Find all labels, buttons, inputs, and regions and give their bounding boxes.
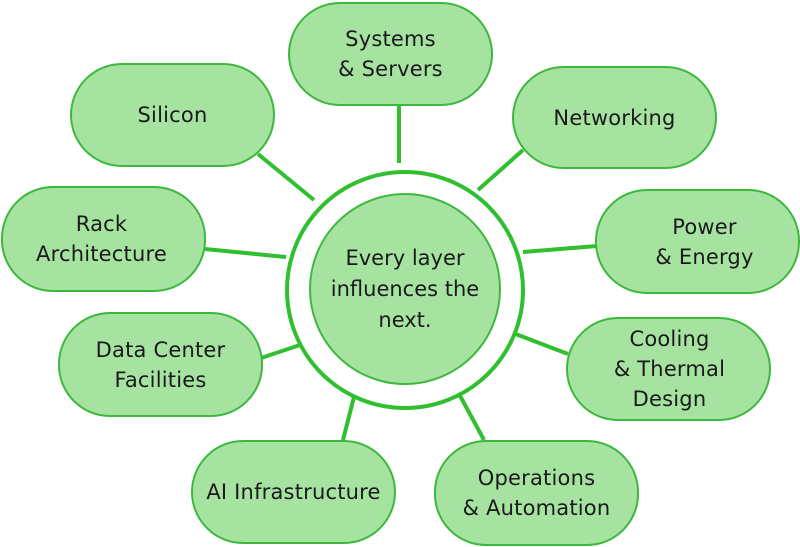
hub-text-line-3: next. <box>378 307 432 332</box>
node-power-energy: Power & Energy <box>595 189 800 294</box>
node-cooling-thermal-line-3: Design <box>632 387 707 411</box>
node-ai-infrastructure: AI Infrastructure <box>191 440 396 544</box>
hub-circle: Every layer influences the next. <box>309 193 501 385</box>
connector-data-center-facilities <box>260 343 301 360</box>
node-silicon-line-1: Silicon <box>137 103 208 127</box>
hub-text-line-2: influences the <box>330 276 480 301</box>
node-data-center-facilities-line-1: Data Center <box>95 337 226 362</box>
node-networking-line-1: Networking <box>553 105 676 130</box>
connector-rack-architecture <box>204 247 287 259</box>
hub-text-line-1: Every layer <box>345 245 465 270</box>
node-systems-servers-line-1: Systems <box>345 27 436 51</box>
node-power-energy-line-2: & Energy <box>655 244 754 269</box>
node-systems-servers-line-2: & Servers <box>338 57 443 81</box>
connector-ai-infrastructure <box>341 392 357 441</box>
connector-power-energy <box>522 244 598 254</box>
node-operations-automation-line-2: & Automation <box>462 496 611 520</box>
node-operations-automation: Operations & Automation <box>434 440 639 546</box>
connector-networking <box>476 148 525 192</box>
node-ai-infrastructure-line-1: AI Infrastructure <box>206 480 381 504</box>
node-power-energy-line-1: Power <box>672 214 737 239</box>
connector-cooling-thermal <box>512 331 569 356</box>
node-rack-architecture: Rack Architecture <box>1 186 206 292</box>
node-data-center-facilities-line-2: Facilities <box>114 367 207 392</box>
node-rack-architecture-line-2: Architecture <box>36 242 167 266</box>
node-cooling-thermal-line-2: & Thermal <box>613 357 726 381</box>
node-cooling-thermal-line-1: Cooling <box>629 327 710 351</box>
node-data-center-facilities: Data Center Facilities <box>58 312 263 417</box>
node-networking: Networking <box>512 66 717 169</box>
node-systems-servers: Systems & Servers <box>288 2 493 106</box>
connector-silicon <box>256 152 316 202</box>
connector-operations-automation <box>456 391 486 441</box>
node-operations-automation-line-1: Operations <box>477 466 596 490</box>
node-silicon: Silicon <box>70 63 275 167</box>
node-rack-architecture-line-1: Rack <box>75 212 128 236</box>
node-cooling-thermal: Cooling & Thermal Design <box>566 317 771 421</box>
